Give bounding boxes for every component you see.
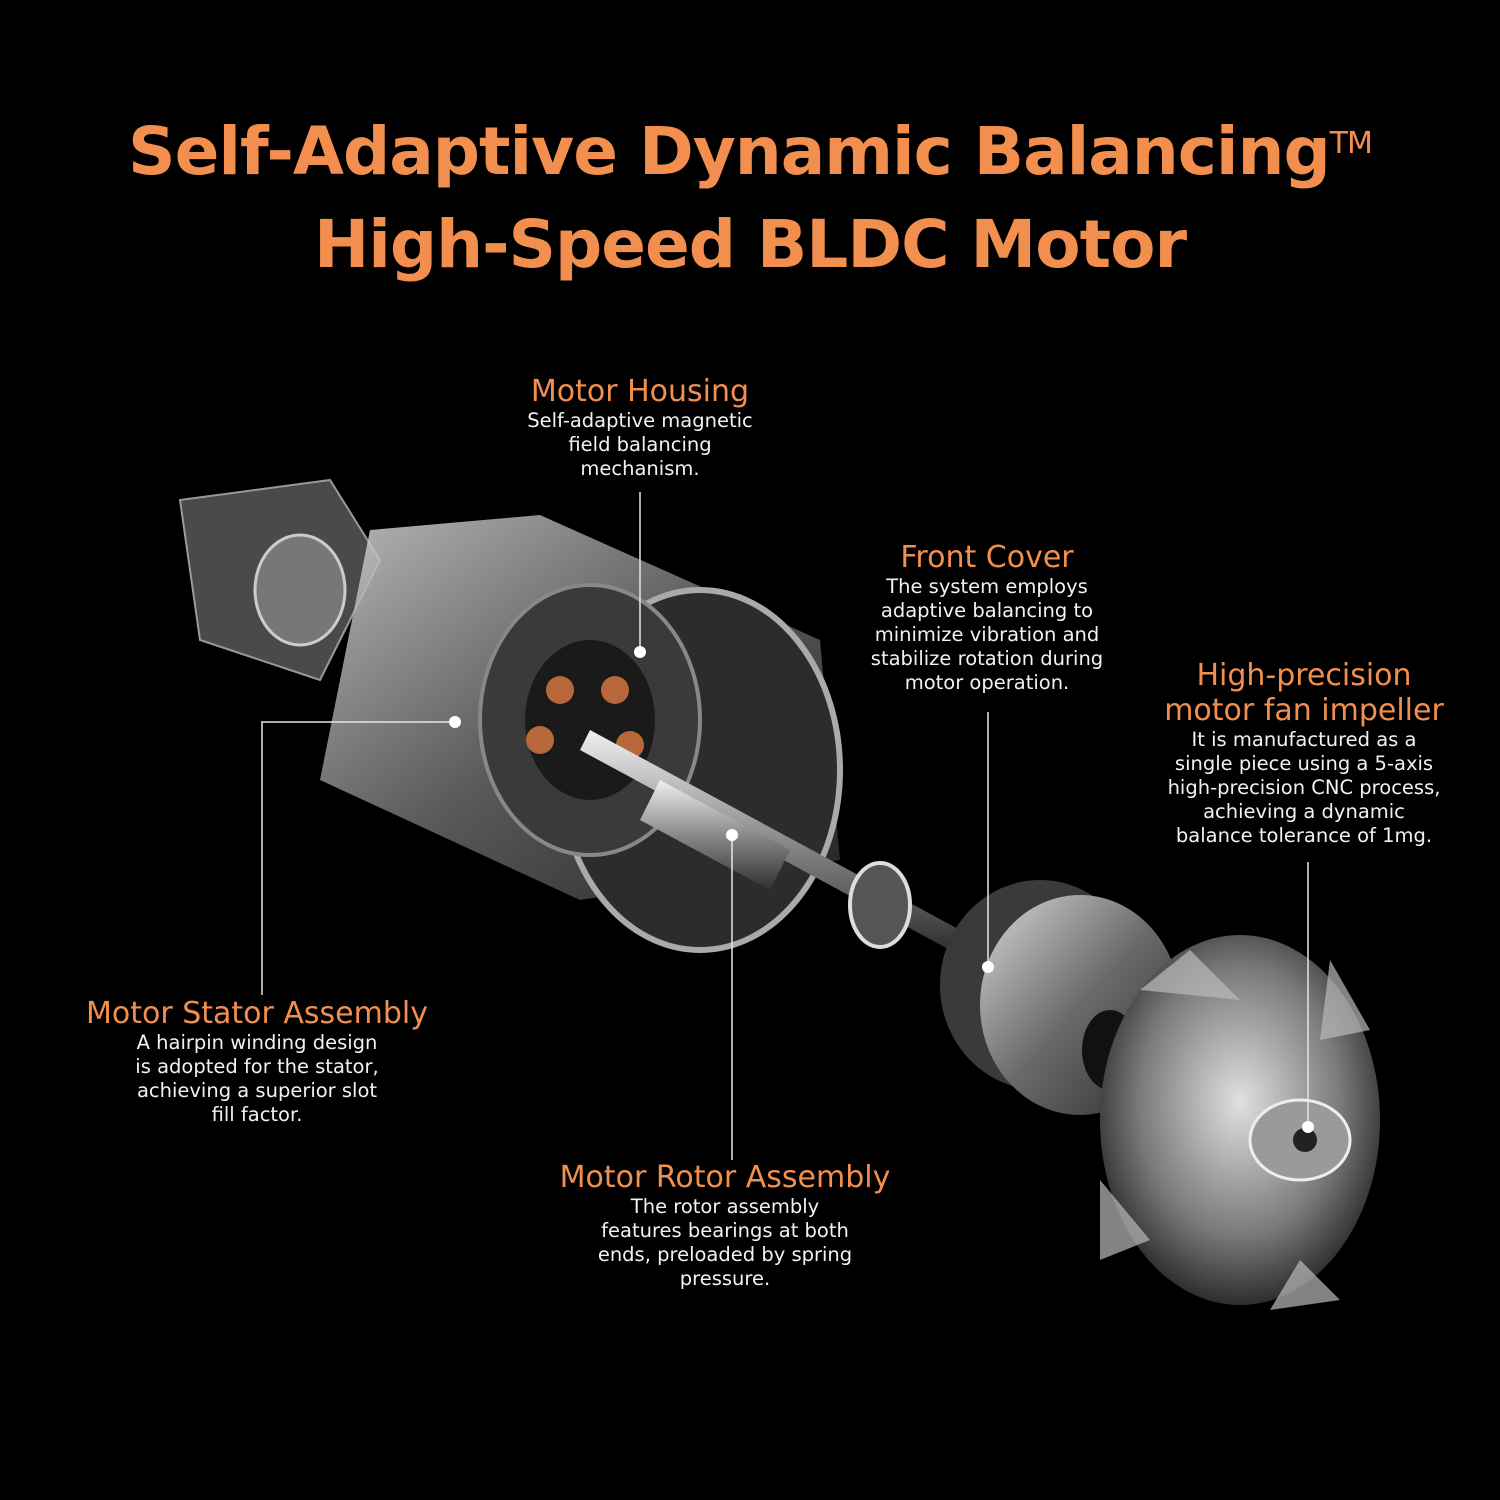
callout-line: A hairpin winding design bbox=[136, 1031, 378, 1054]
callout-title: High-precision bbox=[1196, 658, 1412, 693]
callout-line: field balancing bbox=[568, 433, 712, 456]
callout-line: motor operation. bbox=[904, 671, 1070, 694]
callout-impeller: High-precision motor fan impeller It is … bbox=[1164, 658, 1444, 848]
callout-line: is adopted for the stator, bbox=[135, 1055, 379, 1078]
callout-line: pressure. bbox=[679, 1267, 771, 1290]
callout-line: single piece using a 5-axis bbox=[1174, 752, 1434, 775]
callout-line: The system employs bbox=[886, 575, 1088, 598]
title-line-2: High-Speed BLDC Motor bbox=[313, 206, 1187, 283]
callout-stator: Motor Stator Assembly A hairpin winding … bbox=[86, 996, 428, 1127]
leader-lines bbox=[261, 492, 1309, 1160]
callout-title: Motor Housing bbox=[530, 374, 750, 409]
callout-line: It is manufactured as a bbox=[1191, 728, 1417, 751]
callout-line: Self-adaptive magnetic bbox=[527, 409, 753, 432]
trademark: TM bbox=[1329, 126, 1373, 161]
leader-dots bbox=[449, 646, 1314, 1133]
callout-motor-housing: Motor Housing Self-adaptive magnetic fie… bbox=[527, 374, 753, 481]
rotor-shaft bbox=[580, 730, 960, 950]
rear-bracket bbox=[178, 478, 382, 682]
callout-line: features bearings at both bbox=[601, 1219, 849, 1242]
callout-front-cover: Front Cover The system employs adaptive … bbox=[871, 540, 1103, 695]
callout-title: motor fan impeller bbox=[1164, 693, 1444, 728]
title-line-1: Self-Adaptive Dynamic BalancingTM bbox=[0, 110, 1500, 194]
callout-line: high-precision CNC process, bbox=[1167, 776, 1441, 799]
callout-line: stabilize rotation during bbox=[870, 647, 1104, 670]
callout-line: adaptive balancing to bbox=[880, 599, 1094, 622]
callout-title: Motor Stator Assembly bbox=[86, 996, 428, 1031]
callout-rotor: Motor Rotor Assembly The rotor assembly … bbox=[560, 1160, 891, 1291]
callout-line: ends, preloaded by spring bbox=[597, 1243, 853, 1266]
title-text: Self-Adaptive Dynamic Balancing bbox=[128, 113, 1331, 190]
callout-title: Front Cover bbox=[900, 540, 1074, 575]
callout-line: balance tolerance of 1mg. bbox=[1175, 824, 1433, 847]
callout-line: The rotor assembly bbox=[630, 1195, 820, 1218]
callout-line: achieving a superior slot bbox=[136, 1079, 378, 1102]
callout-line: fill factor. bbox=[211, 1103, 303, 1126]
callout-line: mechanism. bbox=[580, 457, 700, 480]
callout-title: Motor Rotor Assembly bbox=[559, 1160, 891, 1195]
fan-impeller bbox=[1100, 935, 1380, 1310]
callout-line: achieving a dynamic bbox=[1203, 800, 1405, 823]
callout-line: minimize vibration and bbox=[874, 623, 1100, 646]
